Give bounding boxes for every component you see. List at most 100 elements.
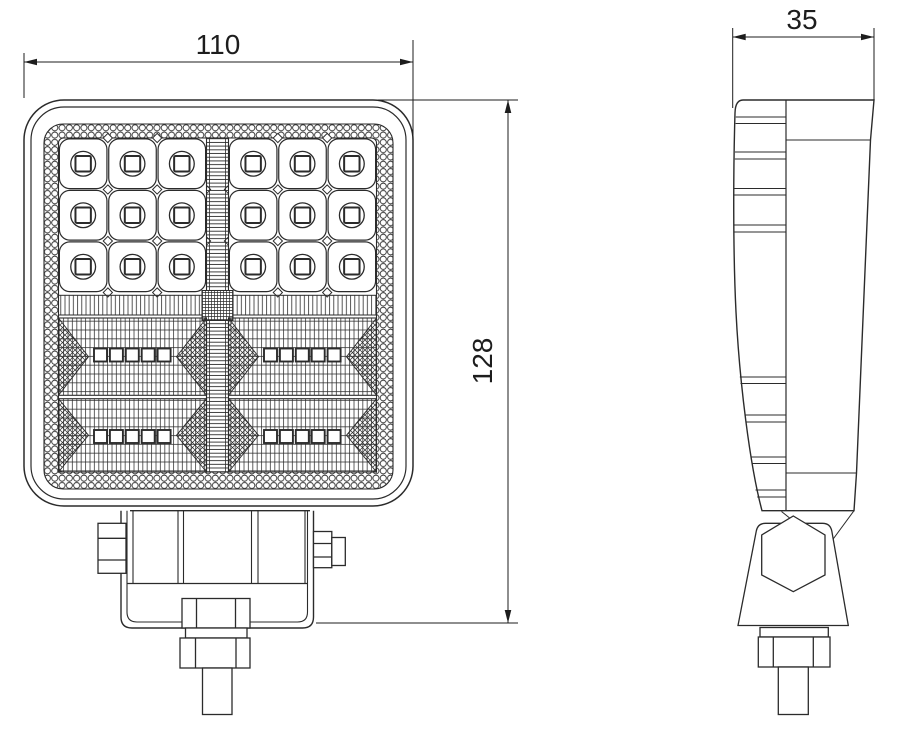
led-chip — [173, 258, 191, 276]
reflector-led — [278, 347, 294, 363]
cell-junction-diamond — [321, 132, 333, 144]
hex-nut-side — [757, 636, 831, 668]
cell-junction-diamond — [272, 132, 284, 144]
dim-depth-text: 35 — [786, 4, 817, 35]
led-chip — [123, 258, 142, 276]
reflector-led — [108, 429, 124, 444]
reflector-led — [263, 347, 278, 363]
washer-side — [759, 626, 829, 638]
dimension-height: 128 — [316, 99, 518, 624]
led-matrix — [58, 132, 377, 298]
arrowhead — [861, 33, 874, 41]
reflector-led — [140, 429, 156, 444]
led-cell — [108, 241, 157, 293]
hex-nut — [179, 637, 251, 669]
right-side-bolt — [312, 530, 346, 569]
arrowhead — [504, 100, 512, 113]
reflector-top-strip-left — [58, 294, 207, 316]
reflector-led — [108, 347, 124, 363]
led-lens-circle — [338, 202, 365, 229]
led-chip — [123, 155, 142, 173]
washer — [184, 627, 248, 639]
led-chip — [343, 155, 361, 173]
led-lens-circle — [338, 253, 365, 280]
led-cell — [327, 138, 377, 190]
bottom-stud-assembly-front — [179, 597, 251, 716]
left-bolt-head — [97, 522, 127, 574]
cross-square — [201, 290, 234, 321]
led-lens-circle — [119, 150, 146, 177]
reflector-triangle — [175, 316, 207, 397]
led-chip — [74, 258, 92, 276]
reflector-led — [310, 429, 326, 444]
cell-junction-diamond — [321, 184, 333, 195]
led-lens-circle — [70, 150, 97, 177]
left-side-bolt — [97, 522, 127, 574]
threaded-stud-side — [777, 666, 809, 716]
reflector-led — [294, 429, 310, 444]
cell-junction-diamond — [272, 184, 284, 195]
led-chip — [123, 206, 142, 224]
led-chip — [343, 258, 361, 276]
reflector-triangle — [58, 316, 90, 397]
reflector-triangle — [228, 316, 260, 397]
reflector-led — [326, 429, 342, 444]
led-chip — [293, 258, 312, 276]
led-lens-circle — [70, 202, 97, 229]
reflector-led — [93, 347, 108, 363]
arrowhead — [400, 58, 413, 66]
reflector-led — [294, 347, 310, 363]
arrowhead — [24, 58, 37, 66]
stud-boss — [181, 597, 251, 629]
led-lens-circle — [168, 253, 195, 280]
led-lens-circle — [240, 202, 267, 229]
reflector-led — [326, 347, 342, 363]
reflector-top-strip-right — [228, 294, 377, 316]
led-lens-circle — [240, 253, 267, 280]
led-cell — [228, 138, 278, 190]
reflector-triangle — [228, 397, 260, 474]
reflector-led — [278, 429, 294, 444]
led-lens-circle — [70, 253, 97, 280]
led-chip — [293, 206, 312, 224]
led-cell — [58, 189, 108, 241]
led-cell — [278, 138, 327, 190]
led-cell — [157, 189, 207, 241]
right-bolt-head — [312, 530, 333, 569]
side-body-outline — [733, 99, 875, 512]
reflector-led — [93, 429, 108, 444]
led-chip — [293, 155, 312, 173]
reflector-triangle — [58, 397, 90, 474]
cell-junction-diamond — [102, 132, 114, 144]
led-chip — [244, 206, 262, 224]
led-cell — [327, 189, 377, 241]
led-cell — [58, 138, 108, 190]
led-lens-circle — [289, 202, 316, 229]
cell-junction-diamond — [272, 235, 284, 247]
led-lens-circle — [338, 150, 365, 177]
cell-junction-diamond — [102, 184, 114, 195]
cell-junction-diamond — [151, 132, 163, 144]
front-view — [23, 99, 414, 716]
led-chip — [244, 155, 262, 173]
reflector-led — [310, 347, 326, 363]
reflector-led — [124, 429, 140, 444]
side-view — [733, 99, 875, 716]
led-cell — [278, 241, 327, 293]
cell-junction-diamond — [321, 235, 333, 247]
led-lens-circle — [119, 202, 146, 229]
led-cell — [58, 241, 108, 293]
gasket-band-outer-edge — [43, 123, 394, 490]
reflector-triangle — [175, 397, 207, 474]
arrowhead — [504, 610, 512, 623]
reflector-triangle — [345, 316, 377, 397]
cell-junction-diamond — [102, 235, 114, 247]
reflector-led-rows — [93, 347, 342, 444]
dimension-depth: 35 — [732, 4, 875, 108]
hex-bolt-head — [761, 515, 826, 593]
dimension-width: 110 — [23, 29, 414, 140]
led-lens-circle — [289, 253, 316, 280]
led-cell — [108, 138, 157, 190]
led-cell — [108, 189, 157, 241]
